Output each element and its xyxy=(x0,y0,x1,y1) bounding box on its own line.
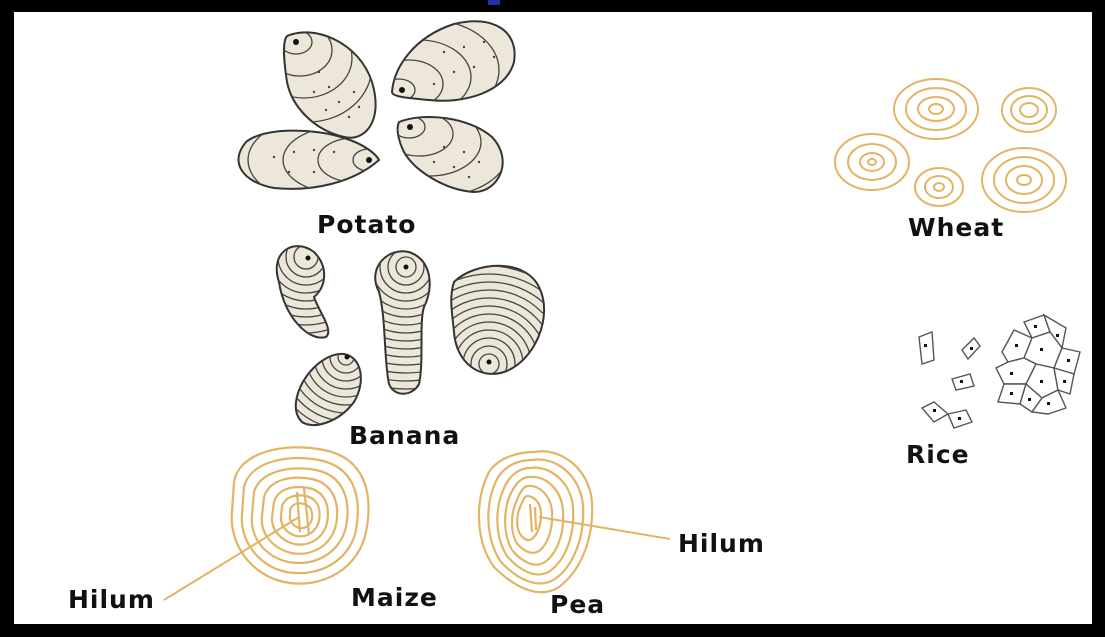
hilum-pointer-line xyxy=(539,517,670,539)
rice-grains xyxy=(919,315,1080,428)
pea-grain xyxy=(479,451,592,592)
label-banana: Banana xyxy=(349,421,460,450)
label-pea: Pea xyxy=(550,590,605,619)
wheat-grain xyxy=(894,79,978,139)
label-hilum-maize: Hilum xyxy=(68,585,155,614)
label-potato: Potato xyxy=(317,210,416,239)
wheat-grain xyxy=(915,168,963,206)
potato-grain xyxy=(244,12,376,138)
wheat-grain xyxy=(835,134,909,190)
diagram-frame: Potato Wheat Banana Rice Hilum Maize Pea… xyxy=(14,12,1092,624)
banana-grain xyxy=(222,173,390,341)
label-rice: Rice xyxy=(906,440,970,469)
maize-grain xyxy=(232,447,369,583)
wheat-grain xyxy=(982,148,1066,212)
wheat-grain xyxy=(1002,88,1056,132)
potato-grain xyxy=(359,20,515,120)
label-wheat: Wheat xyxy=(908,213,1004,242)
label-maize: Maize xyxy=(351,583,438,612)
potato-grain xyxy=(369,104,509,196)
top-edge-mark xyxy=(488,0,500,5)
wheat-grains xyxy=(835,79,1066,212)
potato-grain xyxy=(239,116,400,204)
label-hilum-pea: Hilum xyxy=(678,529,765,558)
starch-grain-diagram xyxy=(14,12,1092,624)
potato-grains xyxy=(239,12,515,204)
